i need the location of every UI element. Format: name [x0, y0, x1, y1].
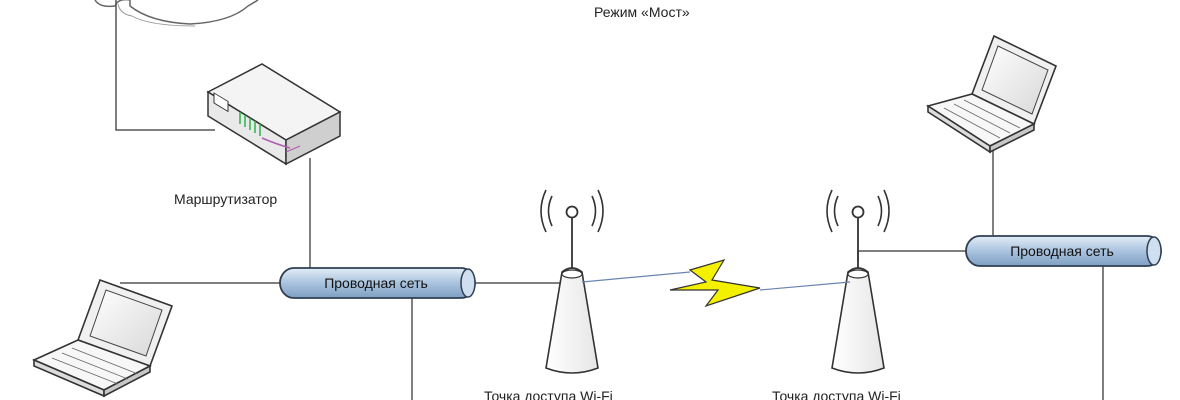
diagram-title: Режим «Мост»	[594, 4, 690, 20]
access-point-label-right: Точка доступа Wi-Fi	[772, 388, 901, 400]
lightning-link-icon	[581, 258, 851, 308]
wired-network-pipe-right	[965, 235, 1162, 267]
wireless-signal-icon	[826, 189, 890, 233]
laptop-icon	[32, 278, 174, 398]
wired-network-pipe-left	[279, 267, 476, 299]
cloud-router-cable	[115, 0, 215, 131]
laptop-icon	[926, 34, 1058, 154]
wired-network-label-right: Проводная сеть	[1010, 243, 1114, 259]
wireless-signal-icon	[540, 189, 604, 233]
access-point-label-left: Точка доступа Wi-Fi	[484, 388, 613, 400]
ap-pipe-right-cable	[857, 250, 966, 262]
access-point-icon	[826, 189, 890, 374]
router-icon	[206, 63, 342, 166]
access-point-icon	[540, 189, 604, 374]
wired-network-label-left: Проводная сеть	[324, 275, 428, 291]
router-label: Маршрутизатор	[174, 191, 278, 207]
cloud-icon	[94, 0, 259, 27]
network-cabling	[115, 0, 1104, 400]
